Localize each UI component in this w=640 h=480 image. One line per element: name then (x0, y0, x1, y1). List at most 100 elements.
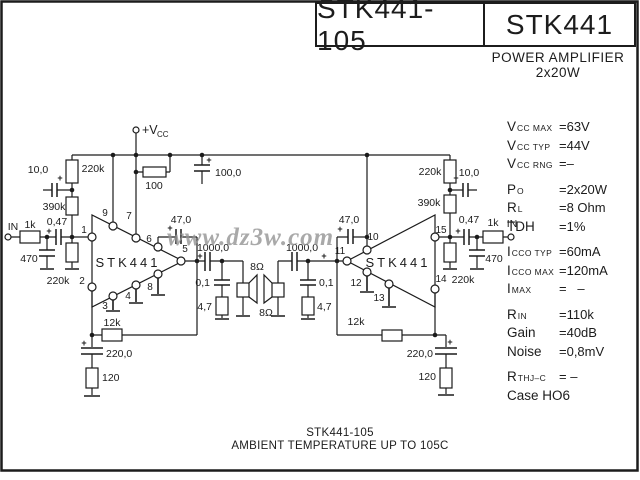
wires (11, 133, 508, 395)
subtitle-line1: POWER AMPLIFIER (491, 50, 625, 65)
schematic-label: 1k (24, 219, 36, 231)
schematic-label: +V (142, 123, 158, 137)
schematic-label: 11 (335, 246, 346, 257)
schematic-label: 390k (418, 197, 442, 209)
schematic-label: 47,0 (339, 214, 360, 226)
pin-circles (87, 221, 440, 301)
schematic-label: 220k (452, 274, 476, 286)
capacitors (39, 164, 485, 355)
schematic-label: + (321, 251, 326, 261)
schematic-label: 12k (104, 317, 122, 329)
schematic-label: 220k (47, 275, 71, 287)
title-box-left: STK441-105 (315, 0, 485, 56)
schematic-label: 7 (126, 211, 132, 222)
schematic-label: 14 (435, 274, 447, 285)
schematic-label: 5 (182, 244, 188, 255)
schematic-label: 100,0 (215, 167, 241, 179)
schematic-label: + (81, 338, 86, 348)
schematic-label: + (455, 226, 460, 236)
ground-symbols (40, 268, 484, 397)
spec-line: TDH=1% (507, 218, 586, 234)
schematic-label: 0,1 (195, 277, 210, 289)
schematic-label: STK441 (366, 255, 431, 270)
schematic-label: 1000,0 (197, 242, 229, 254)
schematic-label: 10,0 (28, 164, 49, 176)
schematic-label: 13 (373, 293, 385, 304)
input-terminal-left (4, 233, 12, 241)
title-right-text: STK441 (505, 8, 614, 40)
schematic-label: 470 (485, 253, 503, 265)
subtitle-line2: 2x20W (535, 65, 581, 80)
junction-dots (44, 152, 480, 338)
schematic-label: 1k (487, 217, 499, 229)
schematic-label: 10 (367, 232, 379, 243)
schematic-label: 6 (146, 234, 152, 245)
schematic-label: IN (507, 218, 518, 230)
schematic-label: 4 (125, 291, 131, 302)
schematic-label: 10,0 (459, 167, 480, 179)
resistors (19, 159, 504, 389)
terminals (4, 126, 515, 241)
schematic-label: 220k (419, 166, 443, 178)
schematic-label: 8Ω (259, 307, 273, 319)
schematic-label: CC (157, 130, 169, 139)
schematic-label: 4,7 (317, 301, 332, 313)
schematic-label: 0,47 (47, 216, 68, 228)
speaker-right (263, 273, 285, 305)
schematic-label: 220,0 (106, 348, 132, 360)
schematic-label: 4,7 (197, 301, 212, 313)
title-box-right: STK441 (485, 2, 636, 47)
schematic-label: + (197, 251, 202, 261)
spec-line: Gain=40dB (507, 325, 597, 340)
schematic-label: 9 (102, 208, 108, 219)
title-left-text: STK441-105 (317, 0, 435, 56)
schematic-label: + (206, 155, 211, 165)
schematic-label: 0,47 (459, 214, 480, 226)
schematic-label: 100 (145, 180, 163, 192)
schematic-label: + (167, 223, 172, 233)
spec-line: Case HO6 (507, 387, 571, 403)
schematic-label: 0,1 (319, 277, 334, 289)
spec-line: Noise=0,8mV (507, 343, 605, 359)
schematic-label: 120 (102, 372, 120, 384)
schematic-label: 15 (435, 225, 447, 236)
schematic-label: 470 (20, 253, 38, 265)
schematic-label: 2 (79, 276, 85, 287)
schematic-label: 12k (348, 316, 366, 328)
vcc-terminal (132, 126, 140, 134)
footer-caption: STK441-105 AMBIENT TEMPERATURE UP TO 105… (140, 427, 540, 453)
schematic-label: STK441 (96, 255, 161, 270)
schematic-label: 1000,0 (286, 242, 318, 254)
schematic-label: + (447, 337, 452, 347)
schematic-label: 12 (350, 278, 362, 289)
schematic-label: 47,0 (171, 214, 192, 226)
schematic-label: 8Ω (250, 261, 264, 273)
input-terminal-right (507, 233, 515, 241)
footer-line1: STK441-105 (306, 427, 374, 439)
schematic-label: + (57, 173, 62, 183)
speaker-left (236, 273, 258, 305)
schematic-label: 220k (82, 163, 106, 175)
schematic-label: 390k (43, 201, 67, 213)
schematic-label: 120 (418, 371, 436, 383)
schematic-label: + (453, 173, 458, 183)
schematic-label: + (337, 224, 342, 234)
